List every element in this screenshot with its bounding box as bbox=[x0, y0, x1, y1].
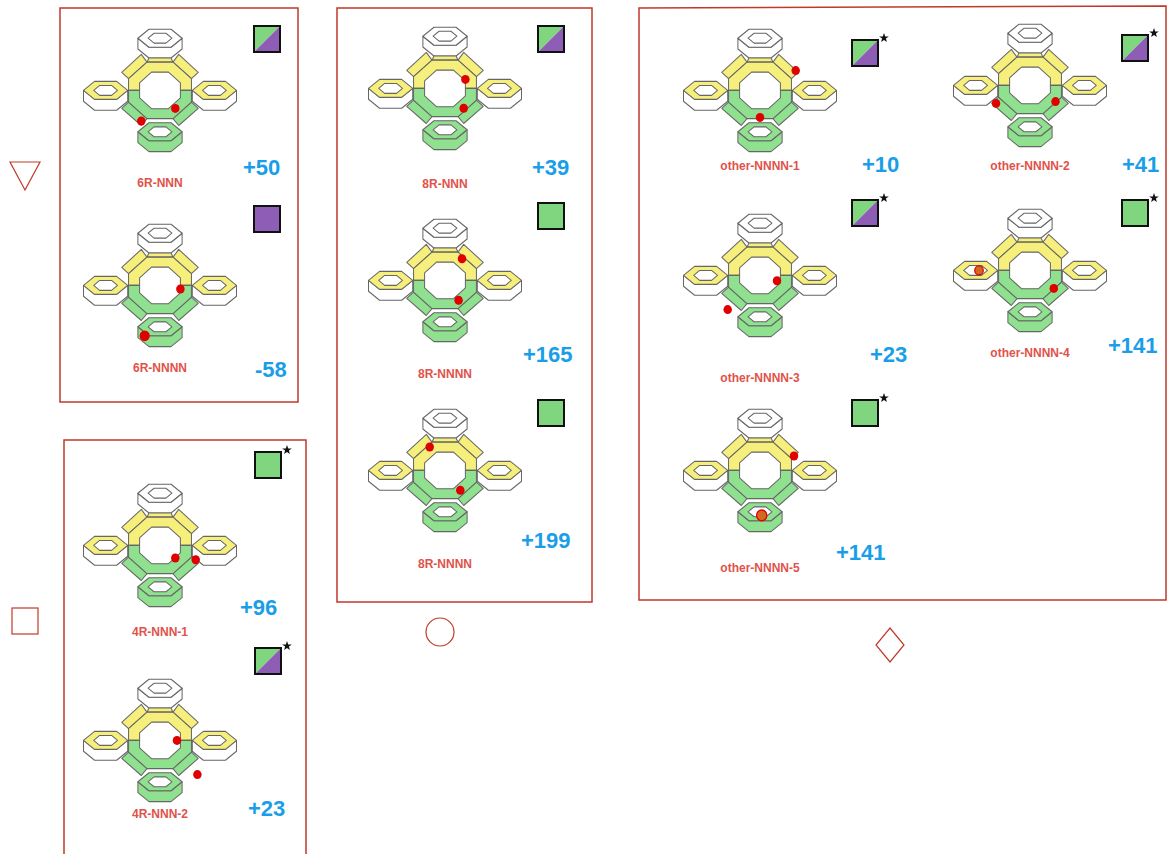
energy-value: +50 bbox=[243, 155, 280, 180]
structure-label: 4R-NNN-1 bbox=[132, 626, 188, 640]
energy-value: +23 bbox=[248, 796, 285, 821]
structure-label: other-NNNN-2 bbox=[990, 160, 1069, 174]
energy-value: +10 bbox=[862, 152, 899, 177]
structure-label: 6R-NNNN bbox=[133, 362, 187, 376]
energy-value: +141 bbox=[836, 540, 886, 565]
structure-label: 8R-NNNN bbox=[418, 368, 472, 382]
structure-label: 6R-NNN bbox=[137, 177, 182, 191]
structure-label: other-NNNN-3 bbox=[720, 372, 799, 386]
energy-value: +41 bbox=[1122, 152, 1159, 177]
structure-label: 8R-NNNN bbox=[418, 558, 472, 572]
energy-value: +165 bbox=[523, 342, 573, 367]
energy-value: +39 bbox=[532, 155, 569, 180]
energy-value: +96 bbox=[240, 595, 277, 620]
structure-label: other-NNNN-1 bbox=[720, 160, 799, 174]
energy-value: -58 bbox=[255, 357, 287, 382]
energy-value: +199 bbox=[521, 528, 571, 553]
structure-label: other-NNNN-5 bbox=[720, 562, 799, 576]
energy-value: +23 bbox=[870, 342, 907, 367]
structure-label: other-NNNN-4 bbox=[990, 347, 1069, 361]
structure-label: 4R-NNN-2 bbox=[132, 808, 188, 822]
structure-label: 8R-NNN bbox=[422, 178, 467, 192]
energy-value: +141 bbox=[1108, 333, 1158, 358]
